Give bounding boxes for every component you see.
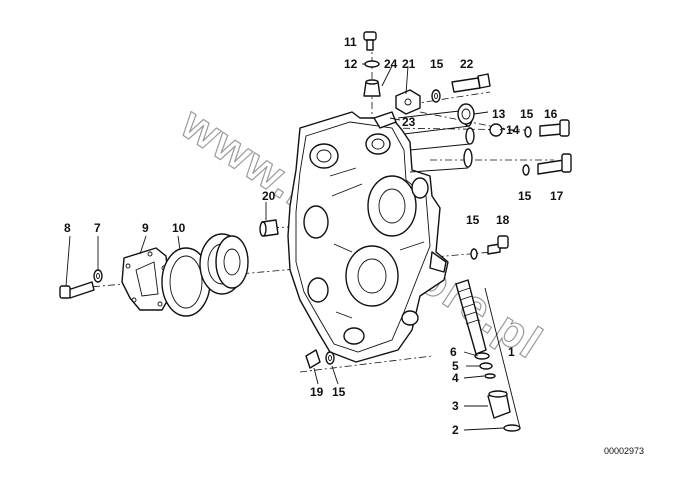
- callout-15-lower: 15: [466, 213, 480, 227]
- callout-15-mid: 15: [518, 189, 532, 203]
- callout-15-top: 15: [430, 57, 444, 71]
- left-parts: [59, 219, 279, 317]
- callout-23: 23: [402, 115, 416, 129]
- callout-15-bottom: 15: [332, 385, 346, 399]
- callout-7: 7: [94, 221, 101, 235]
- callout-15-right: 15: [520, 107, 534, 121]
- callout-24: 24: [384, 57, 398, 71]
- callout-21: 21: [402, 57, 416, 71]
- top-fasteners: [363, 31, 421, 129]
- callout-4: 4: [452, 371, 459, 385]
- callout-8: 8: [64, 221, 71, 235]
- callout-20: 20: [262, 189, 276, 203]
- transmission-housing: [287, 109, 475, 363]
- document-number: 00002973: [604, 446, 644, 456]
- callout-1: 1: [508, 345, 515, 359]
- callout-10: 10: [172, 221, 186, 235]
- callout-6: 6: [450, 345, 457, 359]
- callout-22: 22: [460, 57, 474, 71]
- leader-lines: [65, 63, 505, 431]
- callout-9: 9: [142, 221, 149, 235]
- bottom-fasteners: [305, 349, 335, 369]
- callout-5: 5: [452, 359, 459, 373]
- callout-3: 3: [452, 399, 459, 413]
- callout-labels: 11 12 24 21 15 22 23 13 15 16 14 15 17 2…: [64, 35, 564, 437]
- callout-19: 19: [310, 385, 324, 399]
- callout-18: 18: [496, 213, 510, 227]
- right-fasteners: [431, 73, 572, 260]
- callout-2: 2: [452, 423, 459, 437]
- callout-13: 13: [492, 107, 506, 121]
- callout-12: 12: [344, 57, 358, 71]
- callout-17: 17: [550, 189, 564, 203]
- callout-16: 16: [544, 107, 558, 121]
- callout-11: 11: [344, 35, 357, 49]
- callout-14: 14: [506, 123, 520, 137]
